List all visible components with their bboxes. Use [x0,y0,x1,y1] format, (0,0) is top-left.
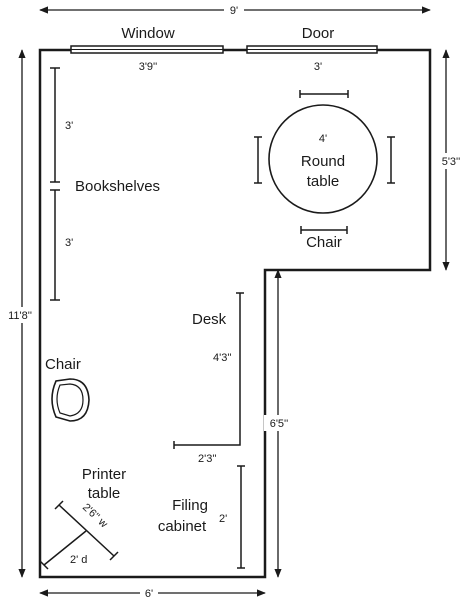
desk-chair-label: Chair [45,356,81,373]
room-walls [38,48,432,579]
desk [174,293,241,446]
right-height-label: 5'3'' [442,156,461,168]
inner-height-label: 6'5'' [270,418,289,430]
door-label: Door [302,25,335,42]
table-chair-label: Chair [306,234,342,251]
window-label: Window [121,25,175,42]
bookshelves-label: Bookshelves [75,178,160,195]
left-height-label: 11'8'' [8,310,32,322]
desk-chair [51,378,90,422]
printer-label-line2: table [88,485,121,502]
printer-width-label: 2'6'' w [80,501,110,530]
round-table-label-line1: Round [301,153,345,170]
bookshelves [50,67,60,301]
printer-depth-label: 2' d [70,554,87,566]
table-chairs [254,90,395,234]
filing-label-line1: Filing [172,497,208,514]
printer-table [39,500,119,570]
door-width-label: 3' [314,61,322,73]
shelf-upper-label: 3' [65,120,73,132]
shelf-lower-label: 3' [65,237,73,249]
printer-label-line1: Printer [82,466,126,483]
round-table-label-line2: table [307,173,340,190]
filing-cabinet [237,465,245,569]
cabinet-length-label: 2' [219,513,227,525]
overall-width-label: 9' [230,5,238,17]
filing-label-line2: cabinet [158,518,207,535]
desk-label: Desk [192,311,227,328]
bottom-width-label: 6' [145,588,153,600]
desk-long-label: 4'3'' [213,352,232,364]
table-diameter-label: 4' [319,133,327,145]
window-width-label: 3'9'' [139,61,158,73]
round-table [268,104,378,214]
desk-short-label: 2'3'' [198,453,217,465]
